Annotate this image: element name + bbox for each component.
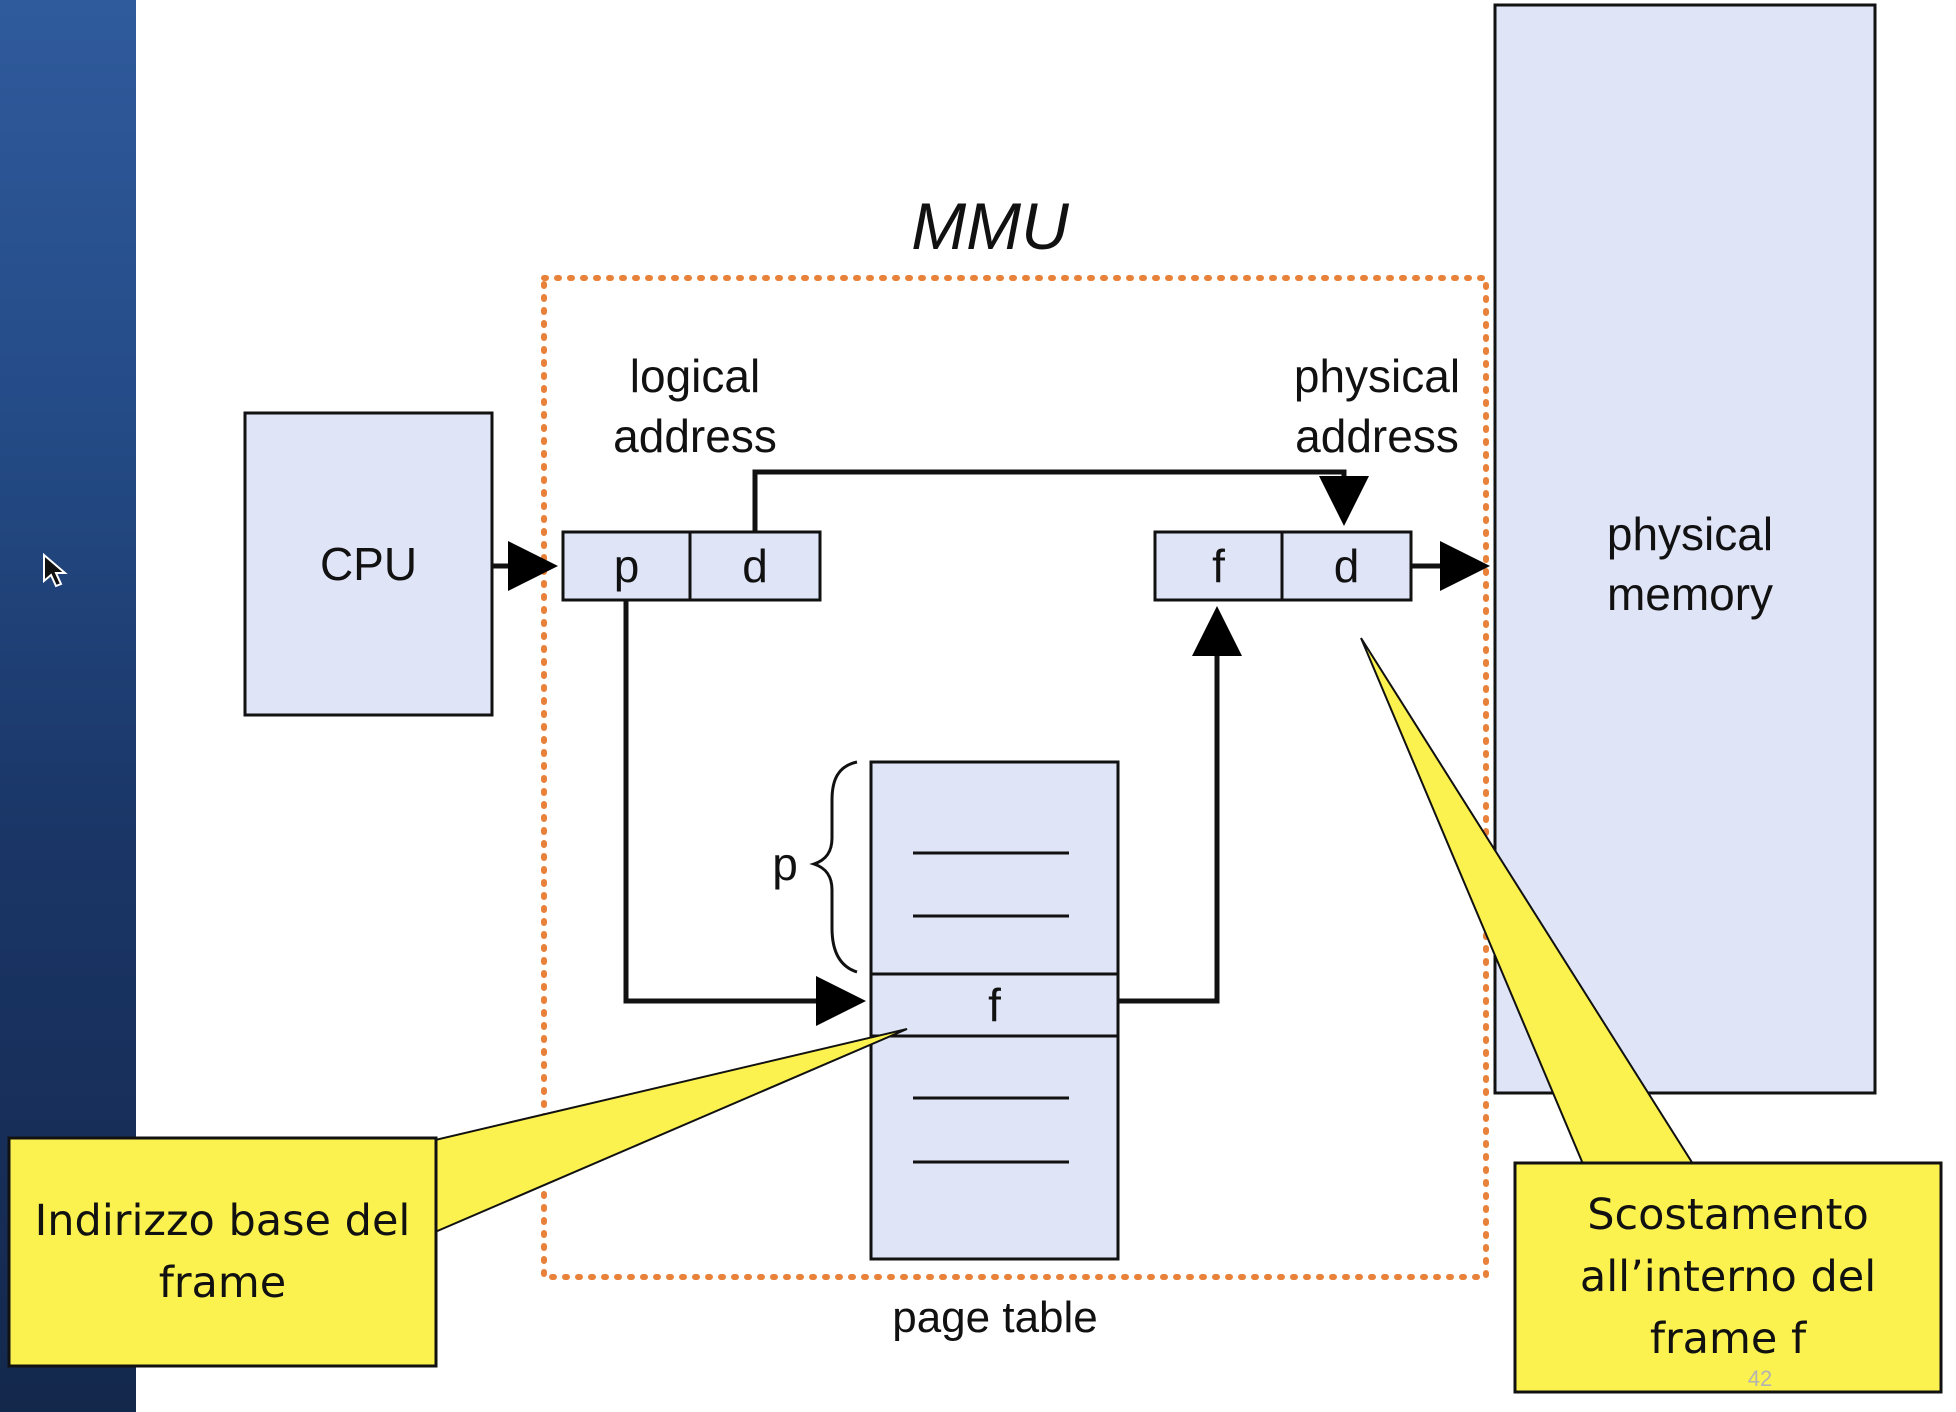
page-table-entry-label: f [988,979,1001,1031]
callout-frame-offset-text: Scostamento all’interno del frame f [1515,1184,1941,1370]
callout-frame-base-text: Indirizzo base del frame [9,1190,436,1314]
arrow-p-to-page-table [623,600,866,1026]
physical-address-label-line2: address [1295,410,1459,462]
physical-offset-field: d [1333,540,1360,592]
physical-memory-box [1493,3,1877,1095]
callout-frame-base-line2: frame [158,1258,287,1308]
page-index-brace [809,760,858,974]
mmu-boundary [541,275,1489,1280]
arrow-page-table-to-f [1118,606,1242,1004]
physical-memory-label-line1: physical [1606,508,1774,560]
physical-memory-label-line2: memory [1606,568,1774,620]
arrow-offset-d-copy [752,469,1369,532]
logical-offset-field: d [742,540,768,592]
callout-box-frame-offset [1513,1161,1943,1394]
callout-box-frame-base [7,1136,438,1368]
callout-pointer-frame-base [434,1028,908,1234]
logical-page-field: p [613,540,640,592]
page-index-brace-label: p [772,838,798,890]
mmu-title: MMU [911,189,1069,263]
connectors [492,469,1490,1026]
mouse-pointer-icon [43,553,68,588]
callout-frame-offset-line1: Scostamento [1587,1190,1869,1240]
logical-address-label-line1: logical [629,350,761,402]
physical-frame-field: f [1212,540,1225,592]
slide-number: 42 [1747,1366,1773,1391]
physical-address-label-line1: physical [1293,350,1461,402]
cpu-box [243,411,494,717]
callout-frame-offset-line2: all’interno del [1579,1252,1877,1302]
logical-address-label-line2: address [613,410,777,462]
callout-frame-base-line1: Indirizzo base del [34,1196,411,1246]
page-table-entry-f [869,972,1120,1038]
callout-frame-offset-line3: frame f [1649,1314,1807,1364]
page-table-label: page table [892,1293,1098,1342]
cpu-label: CPU [319,538,418,590]
